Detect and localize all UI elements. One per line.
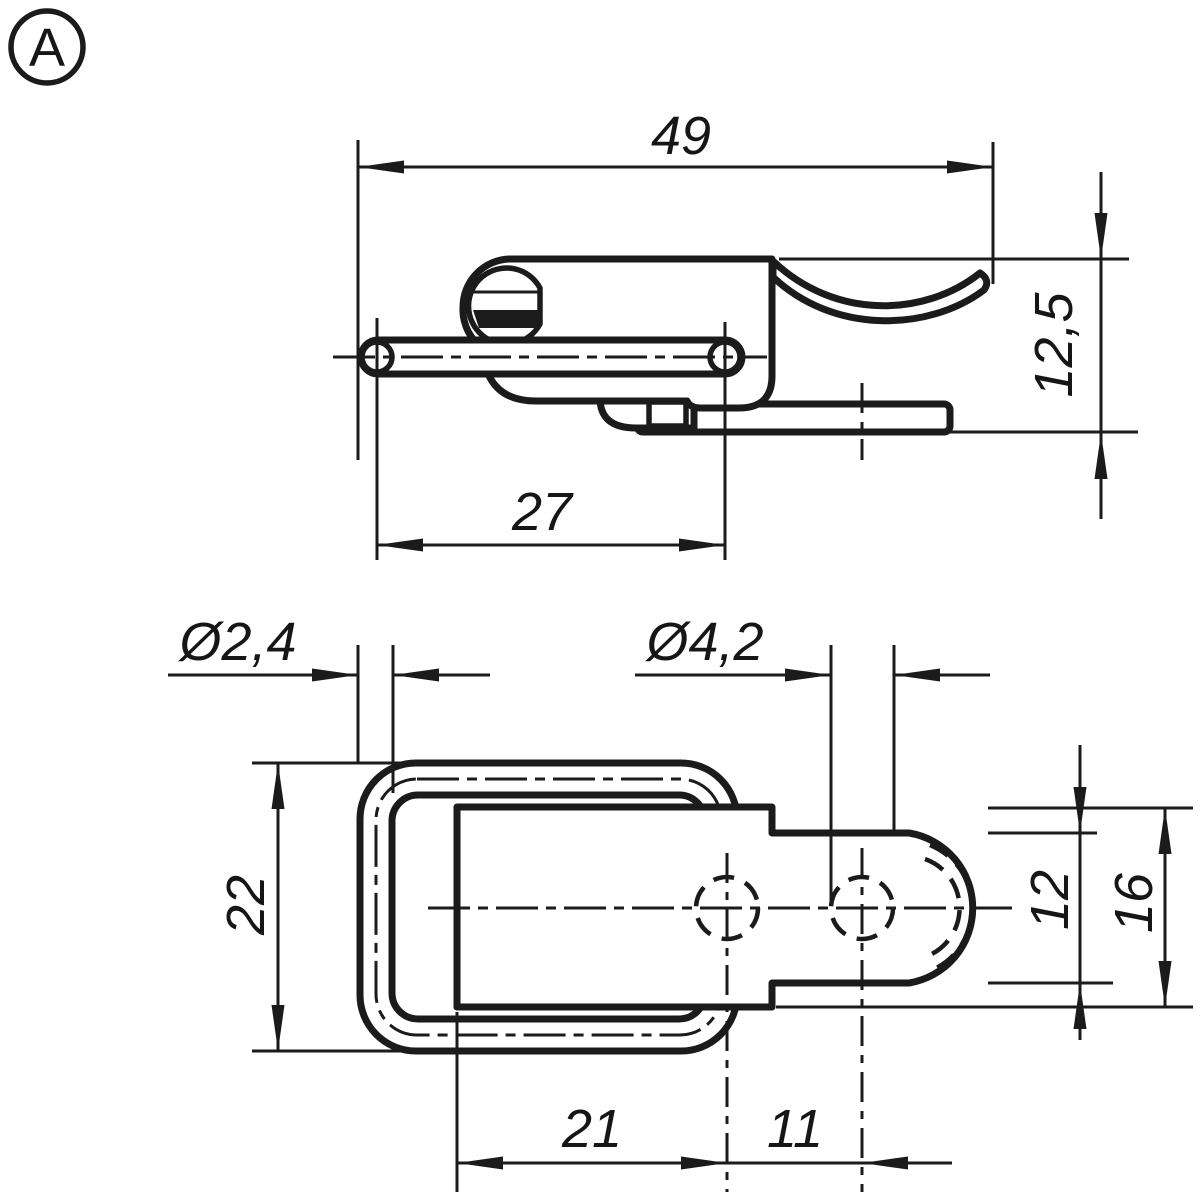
screw-slot-band <box>473 310 540 328</box>
dimension-arrow <box>681 1156 727 1170</box>
dimension-label-overall-length: 49 <box>651 106 711 166</box>
dimension-arrow <box>358 160 404 174</box>
plan-view-dimensions: Ø2,4 Ø4,2 22 12 16 2 <box>168 612 1193 1192</box>
dimension-arrow <box>947 160 993 174</box>
dimension-label-loop-width: 22 <box>216 875 276 936</box>
detail-marker: A <box>8 8 86 86</box>
plan-view-part <box>356 759 1012 1192</box>
dimension-label-hole-diameter: Ø4,2 <box>644 612 763 672</box>
dimension-label-plate-width: 16 <box>1104 872 1164 933</box>
dimension-label-strap-width: 12 <box>1020 870 1080 930</box>
side-view-part <box>333 255 991 460</box>
dimension-label-height: 12,5 <box>1024 291 1084 397</box>
dimension-arrow <box>312 668 358 682</box>
dimension-label-wire-diameter: Ø2,4 <box>177 612 296 672</box>
dimension-arrow <box>271 1005 285 1051</box>
dimension-arrow <box>862 1156 908 1170</box>
dimension-label-hook-distance: 27 <box>511 482 574 542</box>
hook-slot <box>646 399 689 429</box>
strap-bend-hidden-line <box>924 856 962 960</box>
dimension-label-hole-spacing: 11 <box>767 1099 823 1159</box>
dimension-arrow <box>1073 787 1087 833</box>
dimension-arrow <box>894 668 940 682</box>
dimension-arrow <box>271 763 285 809</box>
side-view-dimensions: 49 27 12,5 <box>356 106 1138 560</box>
dimension-arrow <box>393 668 439 682</box>
dimension-arrow <box>1094 433 1108 479</box>
dimension-arrow <box>1094 213 1108 259</box>
screw-head <box>465 265 543 347</box>
dimension-arrow <box>377 538 423 552</box>
dimension-label-edge-to-hole: 21 <box>561 1099 622 1159</box>
dimension-arrow <box>785 668 831 682</box>
dimension-arrow <box>457 1156 503 1170</box>
dimension-arrow <box>1158 808 1172 854</box>
spring-handle <box>769 257 991 325</box>
dimension-arrow <box>1158 961 1172 1007</box>
dimension-arrow <box>679 538 725 552</box>
detail-marker-label: A <box>29 18 65 78</box>
detail-marker-circle <box>8 8 86 86</box>
